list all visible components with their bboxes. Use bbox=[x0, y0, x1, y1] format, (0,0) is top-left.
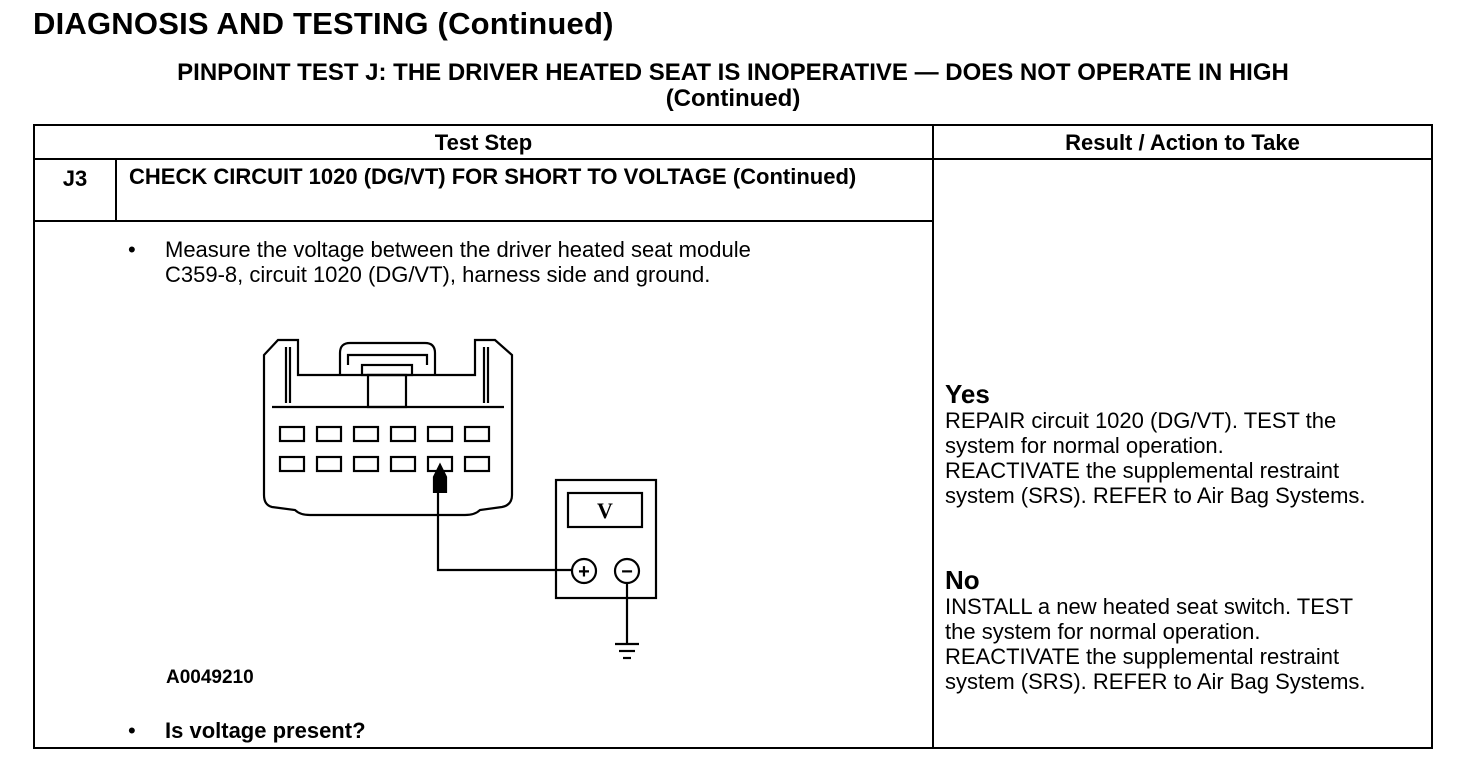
instruction-line-2: C359-8, circuit 1020 (DG/VT), harness si… bbox=[165, 262, 711, 287]
result-no-line: REACTIVATE the supplemental restraint bbox=[945, 644, 1340, 669]
pinpoint-test-title-line1: PINPOINT TEST J: THE DRIVER HEATED SEAT … bbox=[177, 59, 1289, 86]
result-no-line: the system for normal operation. bbox=[945, 619, 1261, 644]
question-text: Is voltage present? bbox=[165, 718, 366, 743]
step-title-divider bbox=[33, 220, 933, 222]
result-yes: Yes REPAIR circuit 1020 (DG/VT). TEST th… bbox=[945, 380, 1430, 508]
connector-voltmeter-diagram: V + − bbox=[262, 338, 658, 660]
result-yes-line: system (SRS). REFER to Air Bag Systems. bbox=[945, 483, 1366, 508]
result-no-heading: No bbox=[945, 565, 980, 595]
pinpoint-test-title-line2: (Continued) bbox=[665, 85, 801, 112]
ground-symbol-icon bbox=[615, 642, 639, 660]
result-yes-line: REPAIR circuit 1020 (DG/VT). TEST the bbox=[945, 408, 1337, 433]
page-title: DIAGNOSIS AND TESTING (Continued) bbox=[33, 6, 614, 41]
probe-lead bbox=[432, 462, 572, 572]
result-yes-heading: Yes bbox=[945, 379, 990, 409]
result-no-line: INSTALL a new heated seat switch. TEST bbox=[945, 594, 1354, 619]
instruction-measure-voltage: • Measure the voltage between the driver… bbox=[128, 237, 908, 289]
result-yes-line: system for normal operation. bbox=[945, 433, 1224, 458]
result-yes-line: REACTIVATE the supplemental restraint bbox=[945, 458, 1340, 483]
header-test-step: Test Step bbox=[434, 130, 533, 155]
result-no-line: system (SRS). REFER to Air Bag Systems. bbox=[945, 669, 1366, 694]
pinpoint-test-title: PINPOINT TEST J: THE DRIVER HEATED SEAT … bbox=[33, 60, 1433, 112]
step-id: J3 bbox=[62, 166, 88, 191]
header-result: Result / Action to Take bbox=[1065, 130, 1300, 155]
voltmeter-icon bbox=[554, 478, 658, 643]
instruction-line-1: Measure the voltage between the driver h… bbox=[165, 237, 751, 262]
voltmeter-plus-label: + bbox=[578, 561, 590, 583]
bullet-mark: • bbox=[128, 718, 136, 743]
harness-connector-c359-icon bbox=[262, 338, 514, 517]
bullet-mark: • bbox=[128, 237, 136, 262]
step-id-divider bbox=[115, 159, 117, 221]
column-divider bbox=[932, 124, 934, 749]
voltmeter-minus-label: − bbox=[621, 561, 633, 583]
step-title: CHECK CIRCUIT 1020 (DG/VT) FOR SHORT TO … bbox=[129, 164, 857, 189]
question-voltage-present: • Is voltage present? bbox=[128, 718, 908, 744]
voltmeter-display-label: V bbox=[597, 498, 613, 523]
test-table bbox=[33, 124, 1433, 749]
header-divider bbox=[33, 158, 1433, 160]
result-no: No INSTALL a new heated seat switch. TES… bbox=[945, 566, 1430, 694]
figure-id: A0049210 bbox=[166, 667, 254, 688]
